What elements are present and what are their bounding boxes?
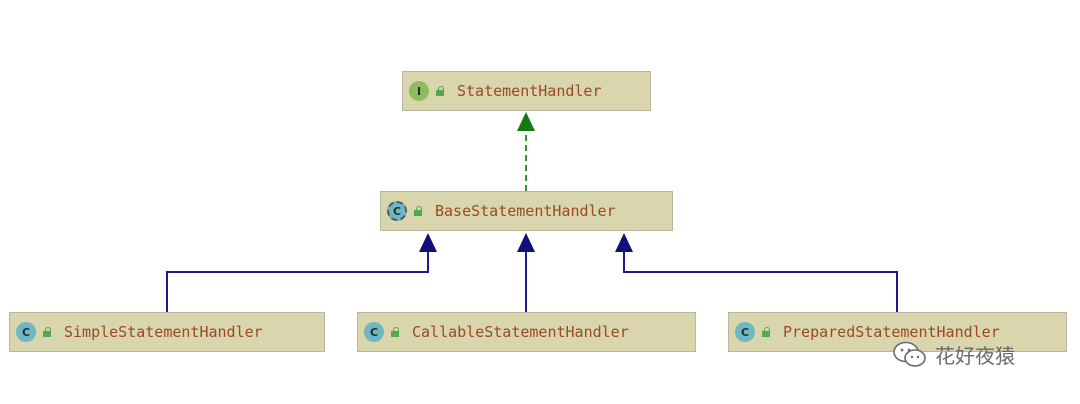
node-label: CallableStatementHandler xyxy=(412,323,629,341)
extends-arrowhead-callable xyxy=(517,233,535,252)
node-label: StatementHandler xyxy=(457,82,602,100)
node-base-statement-handler[interactable]: C BaseStatementHandler xyxy=(380,191,673,231)
extends-edge-simple xyxy=(166,251,429,312)
class-icon: C xyxy=(16,322,36,342)
public-lock-icon xyxy=(435,86,445,96)
public-lock-icon xyxy=(761,327,771,337)
extends-arrowhead-prepared xyxy=(615,233,633,252)
public-lock-icon xyxy=(390,327,400,337)
abstract-class-icon: C xyxy=(387,201,407,221)
extends-arrowhead-simple xyxy=(419,233,437,252)
public-lock-icon xyxy=(42,327,52,337)
node-label: BaseStatementHandler xyxy=(435,202,616,220)
class-icon: C xyxy=(364,322,384,342)
extends-edge-prepared xyxy=(623,251,898,312)
node-label: PreparedStatementHandler xyxy=(783,323,1000,341)
node-callable-statement-handler[interactable]: C CallableStatementHandler xyxy=(357,312,696,352)
wechat-icon xyxy=(893,341,926,367)
node-label: SimpleStatementHandler xyxy=(64,323,263,341)
watermark-text: 花好夜猿 xyxy=(935,344,1015,368)
class-icon: C xyxy=(735,322,755,342)
watermark: 花好夜猿 xyxy=(893,340,1015,369)
public-lock-icon xyxy=(413,206,423,216)
node-statement-handler[interactable]: I StatementHandler xyxy=(402,71,651,111)
implements-arrowhead xyxy=(517,112,535,131)
node-simple-statement-handler[interactable]: C SimpleStatementHandler xyxy=(9,312,325,352)
interface-icon: I xyxy=(409,81,429,101)
